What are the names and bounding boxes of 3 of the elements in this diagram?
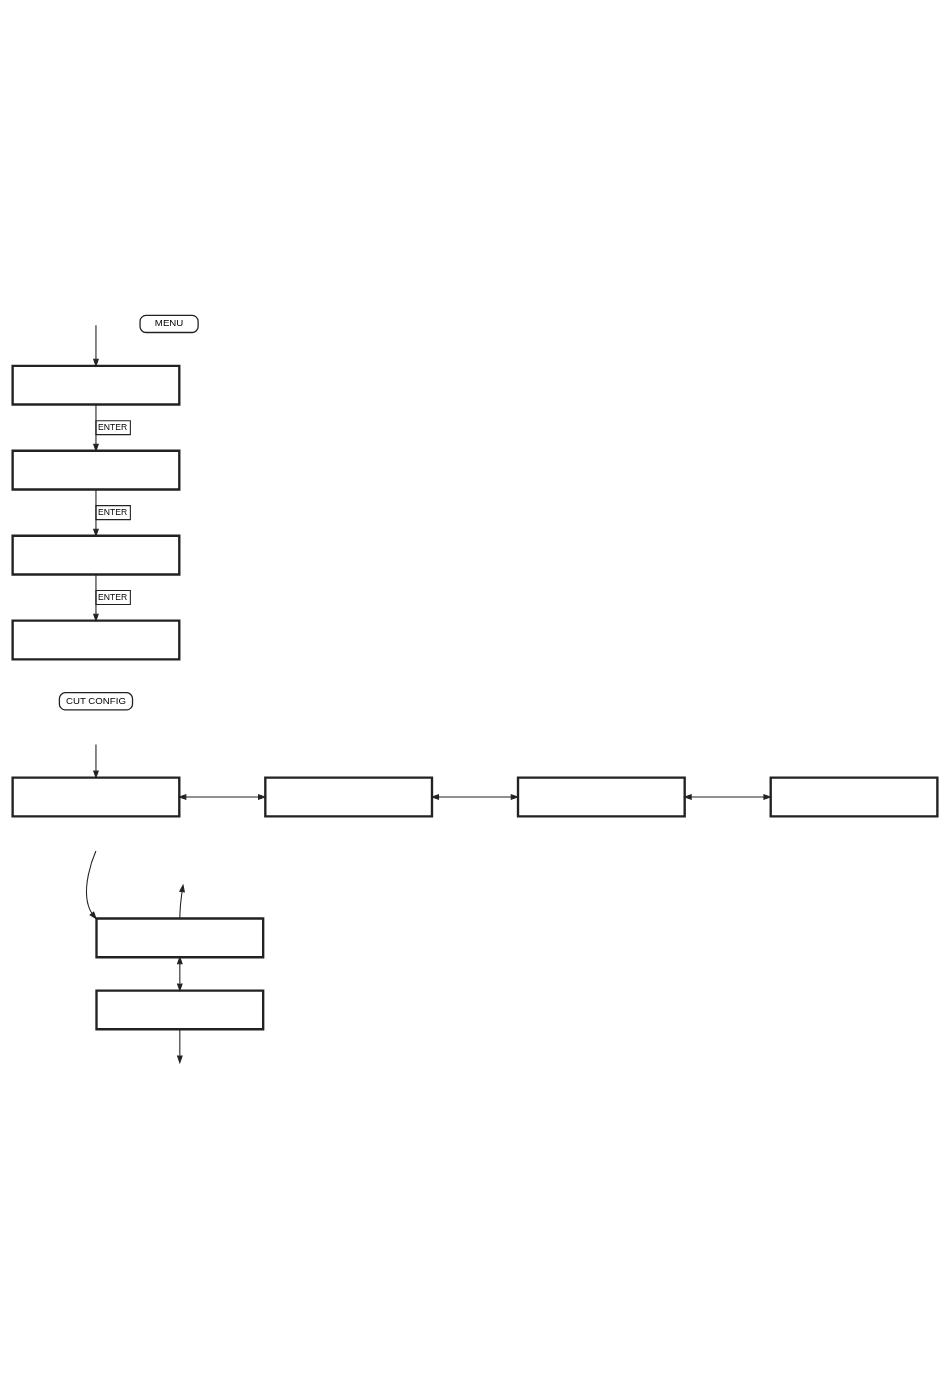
- edge-label: ENTER: [98, 507, 128, 518]
- edge-label: ENTER: [98, 422, 128, 433]
- edge-label: ENTER: [98, 592, 128, 603]
